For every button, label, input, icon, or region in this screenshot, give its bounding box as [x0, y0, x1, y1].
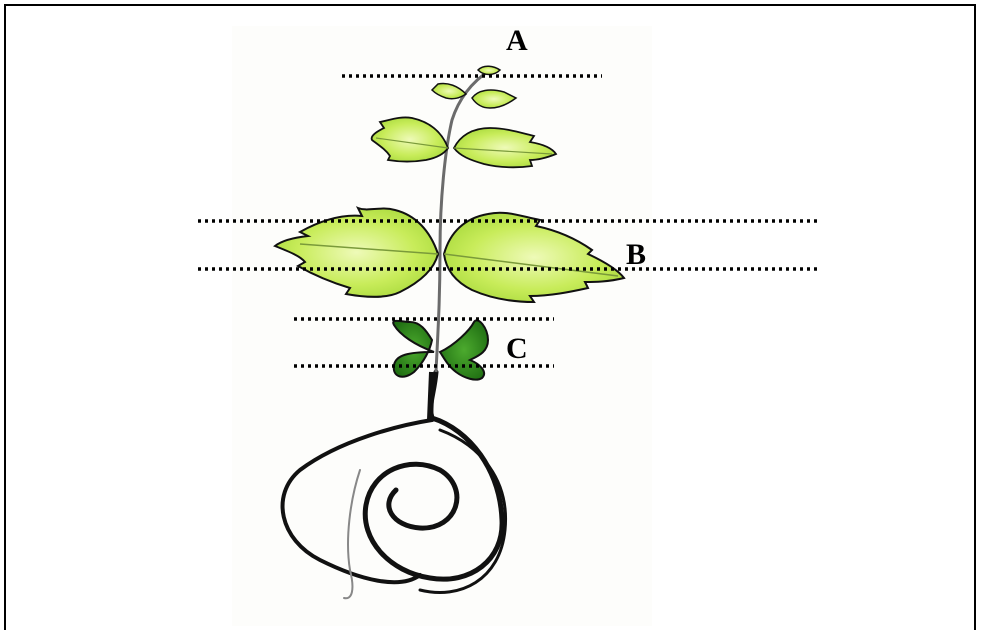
reference-lines: [198, 74, 818, 368]
large-leaf-right: [442, 211, 626, 304]
apical-bud: [476, 65, 502, 76]
cotyledon-right: [438, 319, 490, 381]
apical-leaves: [430, 65, 518, 109]
fine-root: [343, 469, 361, 600]
leaf-vein-left: [299, 243, 439, 255]
small-leaf-right: [471, 89, 518, 109]
upper-leaf-left: [370, 116, 450, 163]
lateral-root-2: [418, 428, 508, 594]
label-b: B: [626, 238, 647, 271]
small-leaf-left: [430, 82, 468, 100]
cotyledons: [392, 319, 490, 381]
stem-shadow: [427, 371, 435, 421]
upper-leaf-right: [452, 127, 558, 169]
label-a: A: [506, 24, 528, 57]
lateral-root-1: [280, 418, 434, 585]
cotyledon-left: [392, 319, 435, 378]
true-leaves-pair-1: [273, 206, 626, 304]
taproot: [362, 369, 505, 582]
true-leaves-pair-2: [370, 116, 558, 169]
root-system: [280, 369, 508, 600]
large-leaf-left: [273, 206, 440, 298]
leaf-vein-right: [443, 253, 619, 277]
label-c: C: [506, 332, 528, 365]
